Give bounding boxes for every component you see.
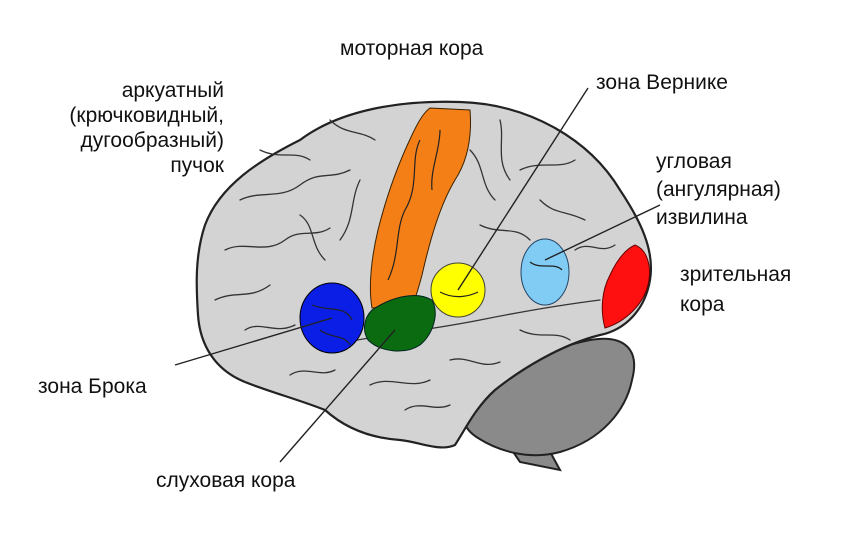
arcuate-line-1: аркуатный xyxy=(121,79,224,102)
leader-line-angular xyxy=(544,204,661,261)
arcuate-line-4: пучок xyxy=(170,154,224,177)
leader-lines xyxy=(174,87,661,463)
visual-line-2: кора xyxy=(680,293,725,316)
leader-line-broca xyxy=(174,317,333,366)
visual-line-1: зрительная xyxy=(680,263,792,286)
motor-cortex-label: моторная кора xyxy=(340,37,484,60)
arcuate-fasciculus-label: аркуатный (крючковидный, дугообразный) п… xyxy=(14,78,224,178)
broca-area-label: зона Брока xyxy=(38,375,147,398)
area-sulci xyxy=(311,129,563,346)
auditory-cortex-area xyxy=(364,294,436,352)
wernicke-area-label: зона Вернике xyxy=(596,71,728,94)
leader-line-wernicke xyxy=(457,87,589,291)
visual-cortex-area xyxy=(601,244,650,329)
angular-gyrus-area xyxy=(520,238,570,306)
leader-line-auditory xyxy=(279,329,396,463)
angular-line-3: извилина xyxy=(656,206,748,229)
arcuate-line-2: (крючковидный, xyxy=(69,104,224,127)
visual-cortex-label: зрительная кора xyxy=(680,260,791,320)
angular-line-2: (ангулярная) xyxy=(656,178,781,201)
arcuate-line-3: дугообразный) xyxy=(80,129,224,152)
angular-gyrus-label: угловая (ангулярная) извилина xyxy=(656,148,781,232)
auditory-cortex-label: слуховая кора xyxy=(156,469,296,492)
angular-line-1: угловая xyxy=(656,150,732,173)
cerebrum xyxy=(195,100,652,449)
